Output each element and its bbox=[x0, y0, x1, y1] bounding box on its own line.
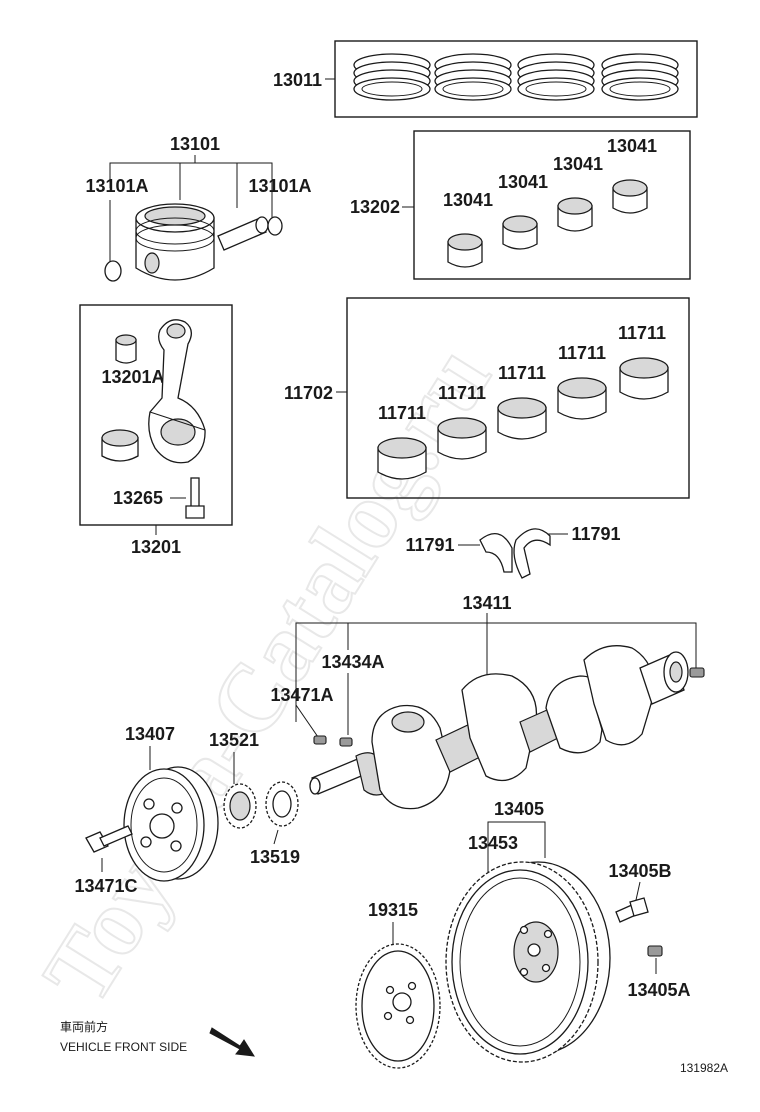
flywheel-group: 13405 13453 13405B 13405A bbox=[445, 799, 691, 1063]
rod-bolt[interactable] bbox=[185, 477, 205, 519]
label-13265[interactable]: 13265 bbox=[113, 488, 163, 508]
main-bearings-frame bbox=[346, 297, 690, 499]
connecting-rod[interactable] bbox=[148, 319, 206, 464]
label-19315[interactable]: 19315 bbox=[368, 900, 418, 920]
crankshaft-pulley[interactable] bbox=[123, 766, 219, 882]
timing-sprocket-13521[interactable] bbox=[223, 783, 257, 829]
label-13405b[interactable]: 13405B bbox=[608, 861, 671, 881]
label-11711-1[interactable]: 11711 bbox=[378, 403, 426, 423]
crankshaft[interactable] bbox=[309, 645, 689, 810]
piston-ring-set[interactable] bbox=[353, 53, 679, 101]
label-11791-right[interactable]: 11791 bbox=[571, 524, 620, 544]
rod-bearing-half[interactable] bbox=[101, 429, 139, 462]
label-13041-2[interactable]: 13041 bbox=[498, 172, 548, 192]
thrust-washer-left[interactable] bbox=[479, 532, 513, 573]
signal-plate-group: 19315 bbox=[355, 900, 441, 1069]
label-13407[interactable]: 13407 bbox=[125, 724, 175, 744]
label-13521[interactable]: 13521 bbox=[209, 730, 259, 750]
piston[interactable] bbox=[135, 203, 215, 281]
label-13405a[interactable]: 13405A bbox=[627, 980, 690, 1000]
figure-code: 131982A bbox=[680, 1061, 728, 1075]
label-13011[interactable]: 13011 bbox=[273, 70, 322, 90]
label-13041-3[interactable]: 13041 bbox=[553, 154, 603, 174]
rod-bearings-group: 13202 13041 13041 13041 13041 bbox=[350, 130, 691, 280]
main-bearings-group: 11702 11711 11711 11711 11711 11711 bbox=[284, 297, 690, 499]
snap-ring-left[interactable] bbox=[104, 260, 122, 282]
label-11702[interactable]: 11702 bbox=[284, 383, 333, 403]
flywheel-dowel[interactable] bbox=[647, 945, 663, 957]
piston-rings-group: 13011 bbox=[273, 40, 698, 118]
label-13101a-right[interactable]: 13101A bbox=[248, 176, 311, 196]
vehicle-front-note: 車両前方 VEHICLE FRONT SIDE bbox=[60, 1019, 255, 1057]
rod-bearing-shells[interactable] bbox=[447, 179, 648, 268]
label-11711-5[interactable]: 11711 bbox=[618, 323, 666, 343]
thrust-washers-group: 11791 11791 bbox=[405, 524, 621, 579]
pulley-bolt[interactable] bbox=[85, 825, 133, 853]
label-13405[interactable]: 13405 bbox=[494, 799, 544, 819]
label-13201a[interactable]: 13201A bbox=[101, 367, 164, 387]
piston-group: 13101 13101A 13101A bbox=[85, 134, 312, 282]
snap-ring-right[interactable] bbox=[267, 216, 283, 236]
thrust-washer-right[interactable] bbox=[513, 528, 551, 579]
crank-key-13471a[interactable] bbox=[313, 735, 327, 745]
label-11711-2[interactable]: 11711 bbox=[438, 383, 486, 403]
rod-bearings-frame bbox=[413, 130, 691, 280]
connecting-rod-group: 13201 13201A 13265 bbox=[79, 304, 233, 557]
label-11791-left[interactable]: 11791 bbox=[405, 535, 454, 555]
signal-plate[interactable] bbox=[355, 943, 441, 1069]
label-11711-3[interactable]: 11711 bbox=[498, 363, 546, 383]
label-13411[interactable]: 13411 bbox=[462, 593, 511, 613]
label-13471c[interactable]: 13471C bbox=[74, 876, 137, 896]
label-13434a[interactable]: 13434A bbox=[321, 652, 384, 672]
crank-key-13434a[interactable] bbox=[339, 737, 353, 747]
crankshaft-group: 13411 13434A 13471A bbox=[270, 593, 705, 810]
label-13471a[interactable]: 13471A bbox=[270, 685, 333, 705]
front-note-jp: 車両前方 bbox=[60, 1019, 108, 1034]
main-bearing-shells[interactable] bbox=[377, 357, 669, 480]
label-13202[interactable]: 13202 bbox=[350, 197, 400, 217]
label-13453[interactable]: 13453 bbox=[468, 833, 518, 853]
piston-pin[interactable] bbox=[217, 216, 269, 251]
front-note-en: VEHICLE FRONT SIDE bbox=[60, 1040, 187, 1054]
small-end-bushing[interactable] bbox=[115, 334, 137, 364]
label-13201[interactable]: 13201 bbox=[131, 537, 181, 557]
flywheel[interactable] bbox=[445, 861, 611, 1063]
label-13519[interactable]: 13519 bbox=[250, 847, 300, 867]
flywheel-bolt[interactable] bbox=[615, 897, 649, 923]
label-11711-4[interactable]: 11711 bbox=[558, 343, 606, 363]
label-13041-4[interactable]: 13041 bbox=[607, 136, 657, 156]
label-13101a-left[interactable]: 13101A bbox=[85, 176, 148, 196]
crank-pin-dowel[interactable] bbox=[689, 667, 705, 678]
label-13101[interactable]: 13101 bbox=[170, 134, 220, 154]
sprocket-13519[interactable] bbox=[265, 781, 299, 827]
pulley-group: 13407 13521 13519 13471C bbox=[74, 724, 300, 896]
front-arrow-icon bbox=[209, 1027, 255, 1057]
label-13041-1[interactable]: 13041 bbox=[443, 190, 493, 210]
